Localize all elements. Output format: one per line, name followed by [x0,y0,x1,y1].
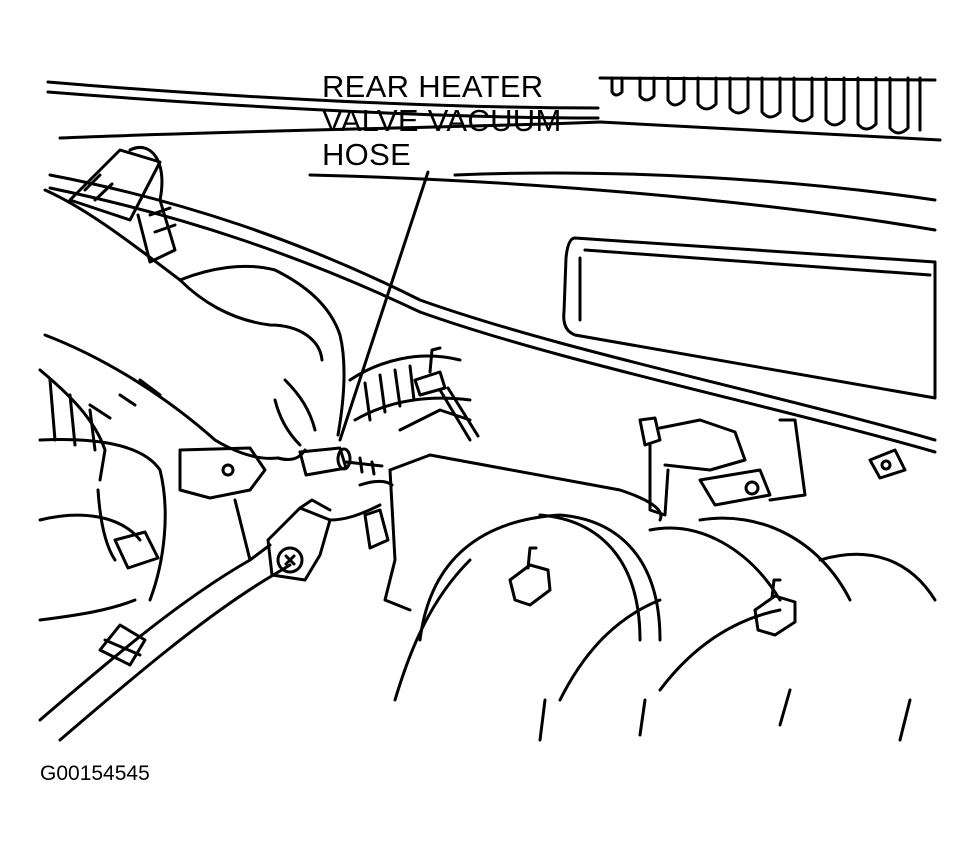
callout-leader-line [338,170,430,442]
corrugated-hose [348,354,472,422]
callout-label: REAR HEATER VALVE VACUUM HOSE [322,70,562,172]
callout-line-1: REAR HEATER [322,69,544,104]
cowl-vent-slats [598,76,937,135]
manifold-nipples [508,546,797,637]
cable-stalk [413,346,480,442]
air-intake-duct [38,368,167,622]
callout-line-2: VALVE VACUUM [322,103,562,138]
upper-connector [68,146,177,264]
recess-panel [562,236,937,400]
intake-manifold [358,408,937,742]
figure-id: G00154545 [40,762,150,785]
bracket-plate [96,446,267,570]
throttle-bracket [638,416,907,517]
lower-hose [38,543,292,742]
electrical-connector [266,498,382,582]
callout-line-3: HOSE [322,137,412,172]
cowl-lines [46,80,942,454]
vacuum-hose-fitting [298,446,384,477]
